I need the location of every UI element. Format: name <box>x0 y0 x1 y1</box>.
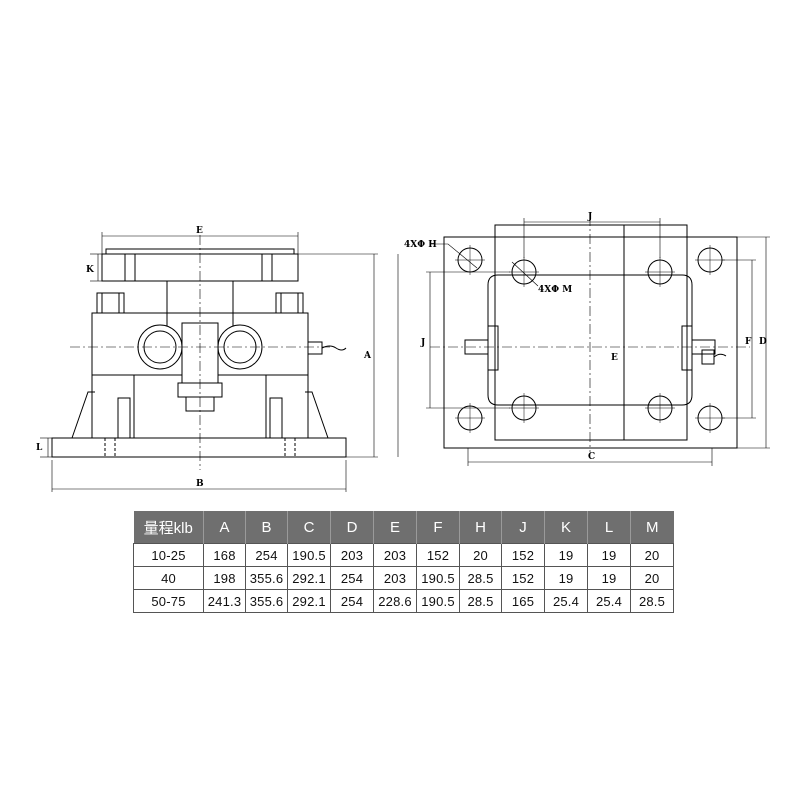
column-header: M <box>630 511 674 544</box>
table-cell: 20 <box>630 543 674 567</box>
table-cell: 19 <box>544 566 588 590</box>
table-cell: 190.5 <box>416 589 460 613</box>
dim-label-B: B <box>196 479 204 489</box>
hole-label-M: 4XΦ M <box>538 285 572 295</box>
table-cell: 40 <box>133 566 204 590</box>
table-cell: 254 <box>245 543 288 567</box>
table-cell: 28.5 <box>630 589 674 613</box>
table-cell: 50-75 <box>133 589 204 613</box>
table-cell: 19 <box>587 543 631 567</box>
column-header: C <box>287 511 331 544</box>
table-cell: 355.6 <box>245 589 288 613</box>
table-cell: 203 <box>373 566 417 590</box>
dim-label-D: D <box>759 337 767 347</box>
table-cell: 25.4 <box>544 589 588 613</box>
technical-drawing: E K A L B <box>36 212 770 492</box>
spec-table: 量程klb A B C D E F H J K L M 10-25 168 25… <box>133 511 674 613</box>
column-header: B <box>245 511 288 544</box>
table-cell: 198 <box>203 566 246 590</box>
column-header: H <box>459 511 502 544</box>
dim-label-K: K <box>86 265 95 275</box>
table-cell: 203 <box>330 543 374 567</box>
table-cell: 152 <box>501 566 545 590</box>
table-cell: 190.5 <box>287 543 331 567</box>
table-header-row: 量程klb A B C D E F H J K L M <box>133 511 674 544</box>
table-cell: 25.4 <box>587 589 631 613</box>
table-cell: 292.1 <box>287 589 331 613</box>
table-row: 10-25 168 254 190.5 203 203 152 20 152 1… <box>133 543 674 567</box>
column-header: K <box>544 511 588 544</box>
dim-label-E: E <box>196 226 203 236</box>
front-view <box>40 232 378 492</box>
table-cell: 152 <box>501 543 545 567</box>
table-cell: 228.6 <box>373 589 417 613</box>
column-header: 量程klb <box>133 511 204 544</box>
dim-label-J-side: J <box>420 338 425 348</box>
table-cell: 19 <box>544 543 588 567</box>
table-cell: 254 <box>330 589 374 613</box>
table-cell: 292.1 <box>287 566 331 590</box>
table-cell: 20 <box>459 543 502 567</box>
column-header: E <box>373 511 417 544</box>
column-header: J <box>501 511 545 544</box>
column-header: D <box>330 511 374 544</box>
table-cell: 254 <box>330 566 374 590</box>
dim-label-E-center: E <box>611 353 618 363</box>
table-cell: 19 <box>587 566 631 590</box>
hole-label-H: 4XΦ H <box>404 240 437 250</box>
table-cell: 165 <box>501 589 545 613</box>
table-row: 40 198 355.6 292.1 254 203 190.5 28.5 15… <box>133 566 674 590</box>
table-row: 50-75 241.3 355.6 292.1 254 228.6 190.5 … <box>133 589 674 613</box>
table-cell: 20 <box>630 566 674 590</box>
dim-label-J-top: J <box>587 212 592 222</box>
table-cell: 10-25 <box>133 543 204 567</box>
column-header: A <box>203 511 246 544</box>
dim-label-L: L <box>36 443 43 453</box>
column-header: L <box>587 511 631 544</box>
table-cell: 355.6 <box>245 566 288 590</box>
table-cell: 190.5 <box>416 566 460 590</box>
dim-label-C: C <box>588 452 595 462</box>
table-cell: 168 <box>203 543 246 567</box>
dim-label-F: F <box>745 337 752 347</box>
table-cell: 28.5 <box>459 589 502 613</box>
table-cell: 203 <box>373 543 417 567</box>
column-header: F <box>416 511 460 544</box>
dim-label-A: A <box>363 351 372 361</box>
table-cell: 152 <box>416 543 460 567</box>
table-cell: 241.3 <box>203 589 246 613</box>
table-cell: 28.5 <box>459 566 502 590</box>
top-view <box>397 216 770 466</box>
